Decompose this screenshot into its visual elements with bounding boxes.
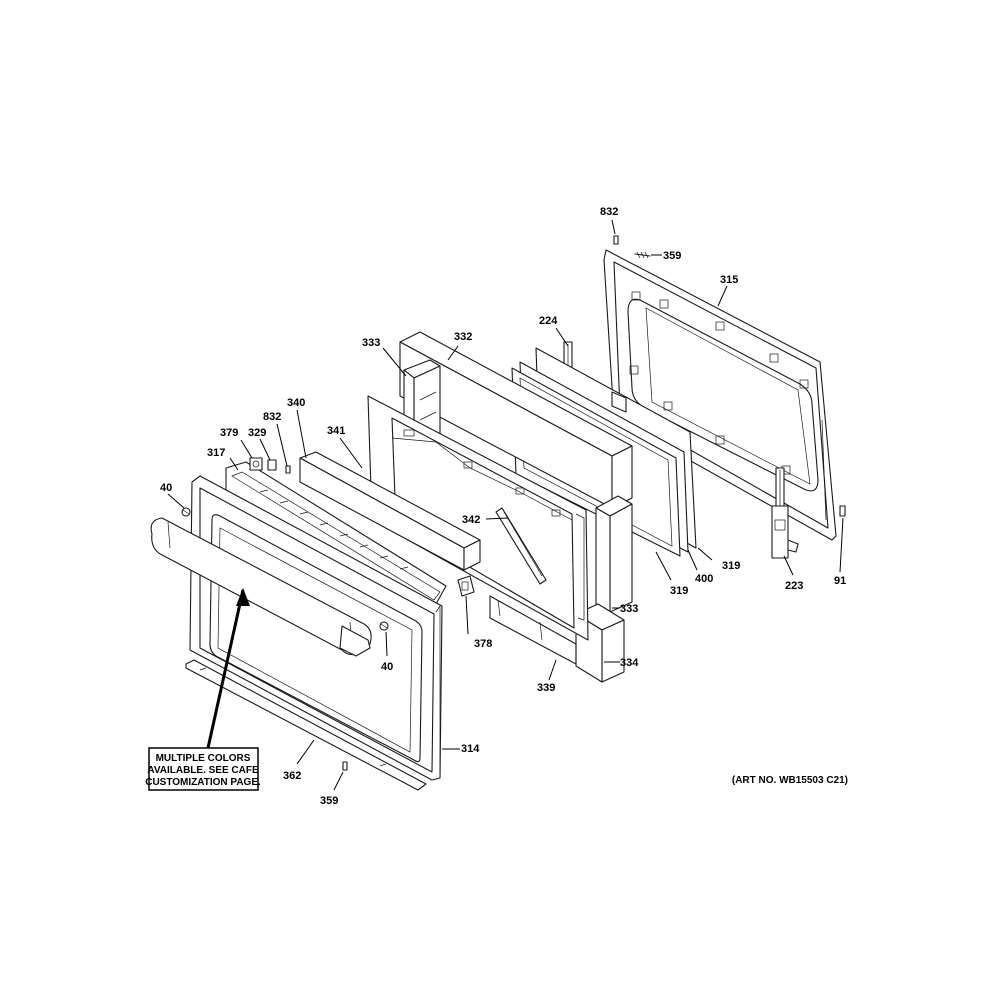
part-333-insulation-lower bbox=[595, 495, 633, 613]
callout-labels: 832 359 315 224 332 333 340 341 832 329 … bbox=[160, 206, 846, 807]
callout-319-a: 319 bbox=[722, 560, 740, 572]
callout-315: 315 bbox=[720, 274, 738, 286]
callout-334: 334 bbox=[620, 657, 639, 669]
callout-400: 400 bbox=[695, 573, 713, 585]
part-40-screw-left bbox=[181, 507, 191, 517]
part-359-screw-bottom bbox=[342, 761, 348, 771]
vent-slots bbox=[259, 489, 409, 570]
callout-91: 91 bbox=[834, 575, 846, 587]
callout-333-bot: 333 bbox=[620, 603, 638, 615]
callout-314: 314 bbox=[461, 743, 480, 755]
callout-223: 223 bbox=[785, 580, 803, 592]
note-line-1: MULTIPLE COLORS bbox=[156, 753, 251, 764]
part-329-bracket bbox=[267, 459, 277, 471]
callout-340: 340 bbox=[287, 397, 305, 409]
part-40-screw-right bbox=[379, 621, 389, 631]
callout-40-right: 40 bbox=[381, 661, 393, 673]
callout-333-top: 333 bbox=[362, 337, 380, 349]
part-832-fastener-left bbox=[285, 465, 291, 474]
part-342-bracket bbox=[495, 507, 547, 585]
callout-332: 332 bbox=[454, 331, 472, 343]
part-340-vent-channel bbox=[299, 451, 481, 571]
callout-832-left: 832 bbox=[263, 411, 281, 423]
callout-342: 342 bbox=[462, 514, 480, 526]
callout-317: 317 bbox=[207, 447, 225, 459]
part-332-insulation bbox=[399, 331, 633, 509]
callout-359-top: 359 bbox=[663, 250, 681, 262]
note-line-2: AVAILABLE. SEE CAFE bbox=[147, 765, 259, 776]
callout-378: 378 bbox=[474, 638, 492, 650]
callout-832-top: 832 bbox=[600, 206, 618, 218]
part-339-trim bbox=[489, 595, 577, 665]
callout-362: 362 bbox=[283, 770, 301, 782]
callout-319-b: 319 bbox=[670, 585, 688, 597]
callout-359-bot: 359 bbox=[320, 795, 338, 807]
callout-224: 224 bbox=[539, 315, 558, 327]
part-362-bottom-trim bbox=[185, 659, 427, 791]
part-341-inner-panel bbox=[367, 395, 589, 641]
callout-339: 339 bbox=[537, 682, 555, 694]
part-378-latch bbox=[457, 575, 475, 597]
part-317-vent-trim bbox=[225, 461, 447, 605]
callout-40-left: 40 bbox=[160, 482, 172, 494]
callout-379: 379 bbox=[220, 427, 238, 439]
part-832-fastener-top bbox=[613, 235, 619, 245]
callout-341: 341 bbox=[327, 425, 345, 437]
callout-329: 329 bbox=[248, 427, 266, 439]
door-handle bbox=[150, 517, 372, 657]
part-359-fastener-top bbox=[634, 251, 651, 259]
color-note-box: MULTIPLE COLORS AVAILABLE. SEE CAFE CUST… bbox=[145, 747, 261, 791]
part-91-screw bbox=[839, 505, 846, 517]
leader-lines bbox=[167, 219, 844, 791]
art-number: (ART NO. WB15503 C21) bbox=[732, 775, 848, 786]
note-line-3: CUSTOMIZATION PAGE. bbox=[145, 777, 261, 788]
part-223-hinge bbox=[771, 467, 799, 559]
part-379-clip bbox=[249, 457, 263, 471]
